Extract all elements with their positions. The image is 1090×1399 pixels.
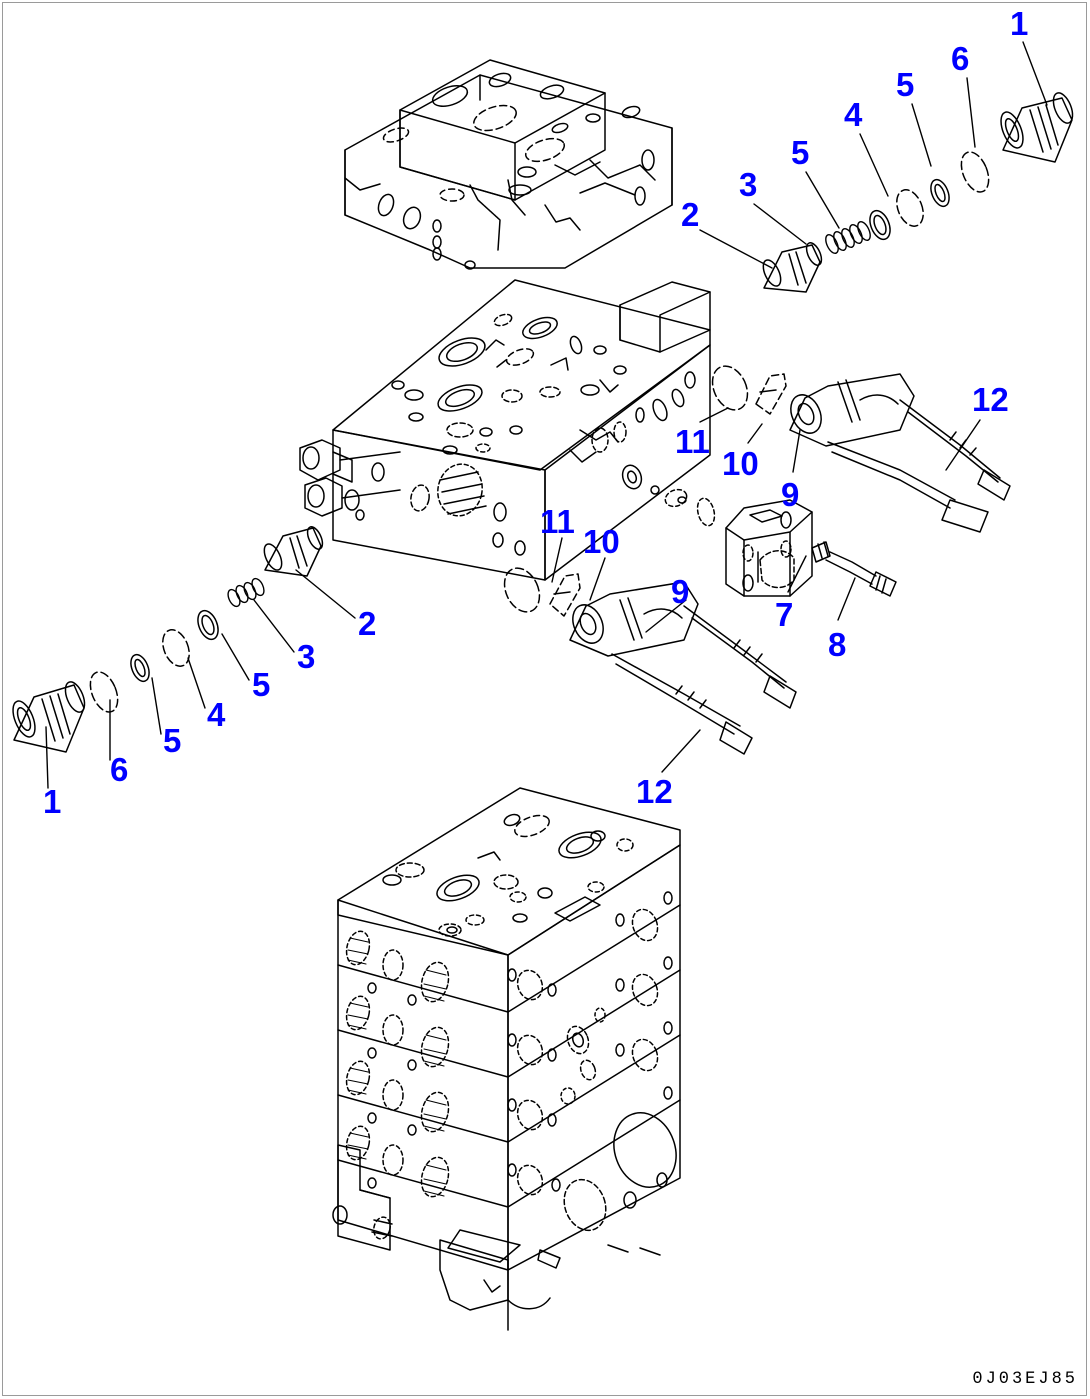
leader-line-5 xyxy=(151,677,162,735)
leader-line-10 xyxy=(589,557,606,601)
callout-5: 5 xyxy=(896,66,915,103)
callout-4: 4 xyxy=(844,96,863,133)
callout-12: 12 xyxy=(636,773,673,810)
callout-2: 2 xyxy=(681,196,700,233)
pilot-block-7 xyxy=(621,464,897,597)
callout-10: 10 xyxy=(722,445,759,482)
leader-line-9 xyxy=(645,599,687,633)
leader-line-1 xyxy=(45,726,49,789)
callout-11: 11 xyxy=(540,503,575,540)
drawing-number: 0J03EJ85 xyxy=(972,1369,1078,1390)
leader-line-3 xyxy=(753,203,807,245)
leader-line-8 xyxy=(837,577,856,621)
callout-1: 1 xyxy=(1010,5,1029,42)
callout-3: 3 xyxy=(297,638,316,675)
leader-line-7 xyxy=(787,555,807,593)
upper-valve-block xyxy=(344,59,673,270)
leader-line-11 xyxy=(551,537,563,583)
callout-11: 11 xyxy=(675,423,710,460)
leader-line-10 xyxy=(747,423,763,444)
solenoid-lower xyxy=(503,567,797,755)
leader-line-12 xyxy=(945,419,981,471)
callout-3: 3 xyxy=(739,166,758,203)
callout-5: 5 xyxy=(252,666,271,703)
callout-1: 1 xyxy=(43,783,62,820)
leader-line-5 xyxy=(911,103,932,167)
leader-line-11 xyxy=(699,407,729,423)
leader-line-9 xyxy=(792,429,801,473)
solenoid-upper xyxy=(711,365,1011,533)
callout-6: 6 xyxy=(951,40,970,77)
callout-9: 9 xyxy=(671,573,690,610)
leader-line-6 xyxy=(966,77,976,148)
leader-line-1 xyxy=(1022,41,1048,106)
leader-line-2 xyxy=(699,229,773,269)
leader-line-2 xyxy=(295,569,356,619)
leader-line-4 xyxy=(859,133,889,197)
callout-12: 12 xyxy=(972,381,1009,418)
callout-5: 5 xyxy=(791,134,810,171)
callout-4: 4 xyxy=(207,696,226,733)
callout-2: 2 xyxy=(358,605,377,642)
plug-assembly-lower xyxy=(12,526,324,753)
callout-10: 10 xyxy=(583,523,620,560)
leader-line-5 xyxy=(221,633,250,681)
lower-valve-stack xyxy=(332,787,681,1331)
callout-6: 6 xyxy=(110,751,129,788)
callout-5: 5 xyxy=(163,722,182,759)
leader-line-12 xyxy=(661,729,701,773)
callout-8: 8 xyxy=(828,626,847,663)
center-valve-block xyxy=(299,279,711,581)
leader-line-4 xyxy=(187,657,206,709)
plug-assembly-upper xyxy=(762,92,1074,293)
callout-9: 9 xyxy=(781,476,800,513)
callout-7: 7 xyxy=(775,596,794,633)
leader-line-3 xyxy=(253,599,295,653)
leader-line-5 xyxy=(805,171,840,229)
